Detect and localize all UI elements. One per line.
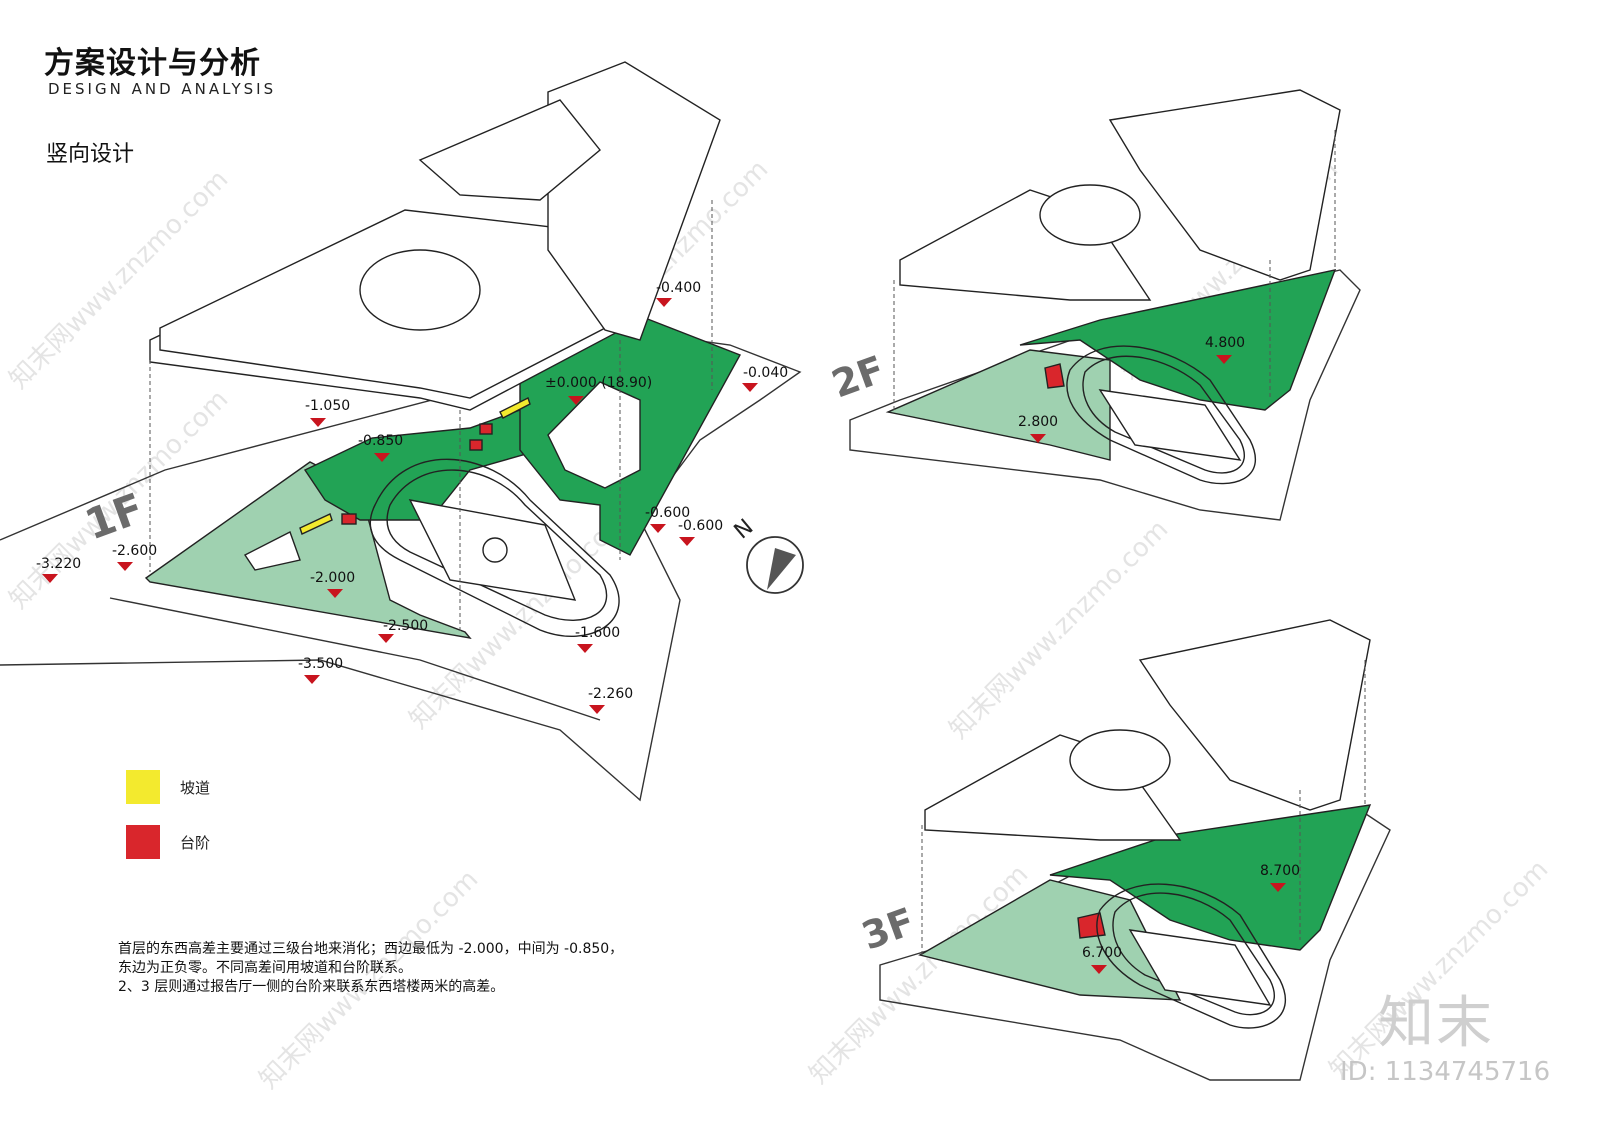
legend-swatch-yellow xyxy=(126,770,160,804)
elevation-label: ±0.000 (18.90) xyxy=(545,375,652,391)
floor-3f-diagram xyxy=(879,619,1391,1081)
elevation-labels-2f: 4.800 2.800 xyxy=(1018,335,1245,430)
stair-1f xyxy=(469,439,483,451)
stair-1f xyxy=(479,423,493,435)
projection-lines-1f xyxy=(149,200,713,632)
terrace-east-2f xyxy=(1019,269,1337,411)
elevation-label: -3.220 xyxy=(36,556,81,572)
elevation-label: 2.800 xyxy=(1018,414,1058,430)
courtyard-1f xyxy=(547,381,641,489)
description-line: 2、3 层则通过报告厅一侧的台阶来联系东西塔楼两米的高差。 xyxy=(118,979,505,995)
design-description: 首层的东西高差主要通过三级台地来消化；西边最低为 -2.000，中间为 -0.8… xyxy=(118,940,623,997)
elevation-label: -0.600 xyxy=(645,505,690,521)
projection-lines-2f xyxy=(893,130,1336,410)
terrace-east-3f xyxy=(1049,804,1372,951)
stair-2f xyxy=(1044,363,1065,389)
elevation-label: -0.400 xyxy=(656,280,701,296)
elevation-markers-3f xyxy=(1091,883,1286,974)
football-field-3f xyxy=(1128,929,1272,1006)
tower-mass-1f xyxy=(149,61,721,411)
elevation-label: -2.500 xyxy=(383,618,428,634)
terrace-west-2f xyxy=(885,349,1111,461)
elevation-label: -0.040 xyxy=(743,365,788,381)
terrace-middle-1f xyxy=(303,409,542,521)
watermark-text: 知末网www.znzmo.com xyxy=(944,514,1175,745)
running-track-3f xyxy=(1096,883,1287,1029)
elevation-label: -3.500 xyxy=(298,656,343,672)
watermark-brand: 知末 xyxy=(1378,991,1494,1056)
legend-label: 台阶 xyxy=(180,833,211,852)
football-field-1f xyxy=(408,499,577,601)
elevation-label: 4.800 xyxy=(1205,335,1245,351)
floor-1f-diagram xyxy=(0,61,802,802)
stair-1f xyxy=(341,513,357,525)
page-title: 方案设计与分析 xyxy=(44,46,261,81)
site-road-1f xyxy=(109,597,601,721)
legend-ramp: 坡道 xyxy=(126,770,210,804)
tower-mass-3f xyxy=(924,619,1371,841)
stair-3f xyxy=(1077,912,1106,939)
courtyard-west-1f xyxy=(243,531,301,571)
elevation-label: -0.850 xyxy=(358,433,403,449)
elevation-labels-1f: -0.400 -0.040 ±0.000 (18.90) -1.050 -0.8… xyxy=(36,280,788,702)
legend-label: 坡道 xyxy=(180,778,211,797)
description-line: 首层的东西高差主要通过三级台地来消化；西边最低为 -2.000，中间为 -0.8… xyxy=(118,941,624,957)
projection-lines-3f xyxy=(921,660,1366,955)
elevation-label: -2.600 xyxy=(112,543,157,559)
elevation-label: -2.000 xyxy=(310,570,355,586)
floor-label-2f: 2F xyxy=(826,347,890,406)
page-subtitle: DESIGN AND ANALYSIS xyxy=(48,80,277,98)
running-track-2f xyxy=(1066,345,1257,485)
ramp-1f xyxy=(299,513,333,535)
elevation-label: 8.700 xyxy=(1260,863,1300,879)
center-circle-1f xyxy=(482,537,508,563)
compass-label: N xyxy=(730,515,759,545)
elevation-label: -2.260 xyxy=(588,686,633,702)
elevation-label: -1.050 xyxy=(305,398,350,414)
section-title: 竖向设计 xyxy=(46,142,135,167)
legend-swatch-red xyxy=(126,825,160,859)
elevation-label: -0.600 xyxy=(678,518,723,534)
elevation-label: 6.700 xyxy=(1082,945,1122,961)
floor-label-3f: 3F xyxy=(856,899,920,958)
description-line: 东边为正负零。不同高差间用坡道和台阶联系。 xyxy=(118,960,412,976)
watermark-id: ID: 1134745716 xyxy=(1340,1057,1551,1087)
floor-2f-diagram xyxy=(849,89,1361,521)
running-track-1f xyxy=(369,458,620,637)
legend-stair: 台阶 xyxy=(126,825,210,859)
football-field-2f xyxy=(1098,389,1242,461)
ramp-1f xyxy=(499,397,531,419)
north-compass: N xyxy=(730,515,804,594)
elevation-markers-2f xyxy=(1030,355,1232,443)
elevation-labels-3f: 8.700 6.700 xyxy=(1082,863,1300,961)
tower-mass-2f xyxy=(899,89,1341,301)
elevation-markers-1f xyxy=(42,298,758,714)
elevation-label: -1.600 xyxy=(575,625,620,641)
